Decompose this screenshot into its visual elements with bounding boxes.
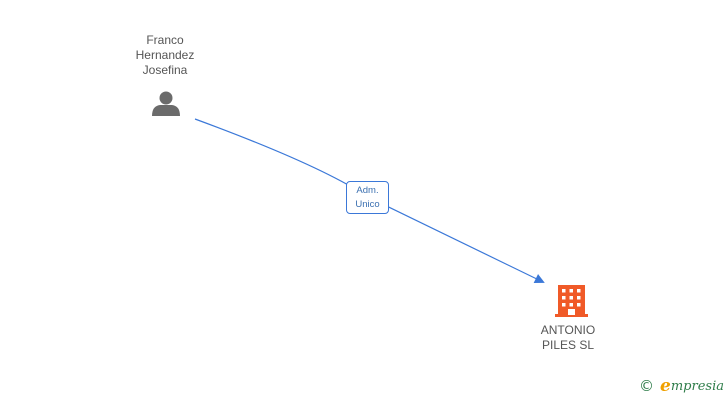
company-name-label[interactable]: ANTONIO PILES SL	[513, 323, 623, 353]
role-line-2: Unico	[355, 199, 380, 210]
empresia-watermark: © e mpresia	[639, 376, 724, 396]
relationship-role-label[interactable]: Adm. Unico	[346, 181, 389, 214]
person-name-label[interactable]: Franco Hernandez Josefina	[110, 33, 220, 78]
person-name-line-2: Hernandez	[135, 48, 195, 62]
person-name-line-3: Josefina	[142, 63, 188, 77]
brand-initial: e	[660, 376, 671, 396]
copyright-icon: ©	[639, 377, 655, 395]
person-name-line-1: Franco	[146, 33, 184, 47]
building-icon[interactable]	[555, 285, 588, 317]
company-name-line-2: PILES SL	[541, 338, 595, 352]
person-icon[interactable]	[152, 91, 180, 117]
role-line-1: Adm.	[356, 185, 379, 196]
brand-name: mpresia	[670, 378, 724, 394]
company-name-line-1: ANTONIO	[540, 323, 596, 337]
